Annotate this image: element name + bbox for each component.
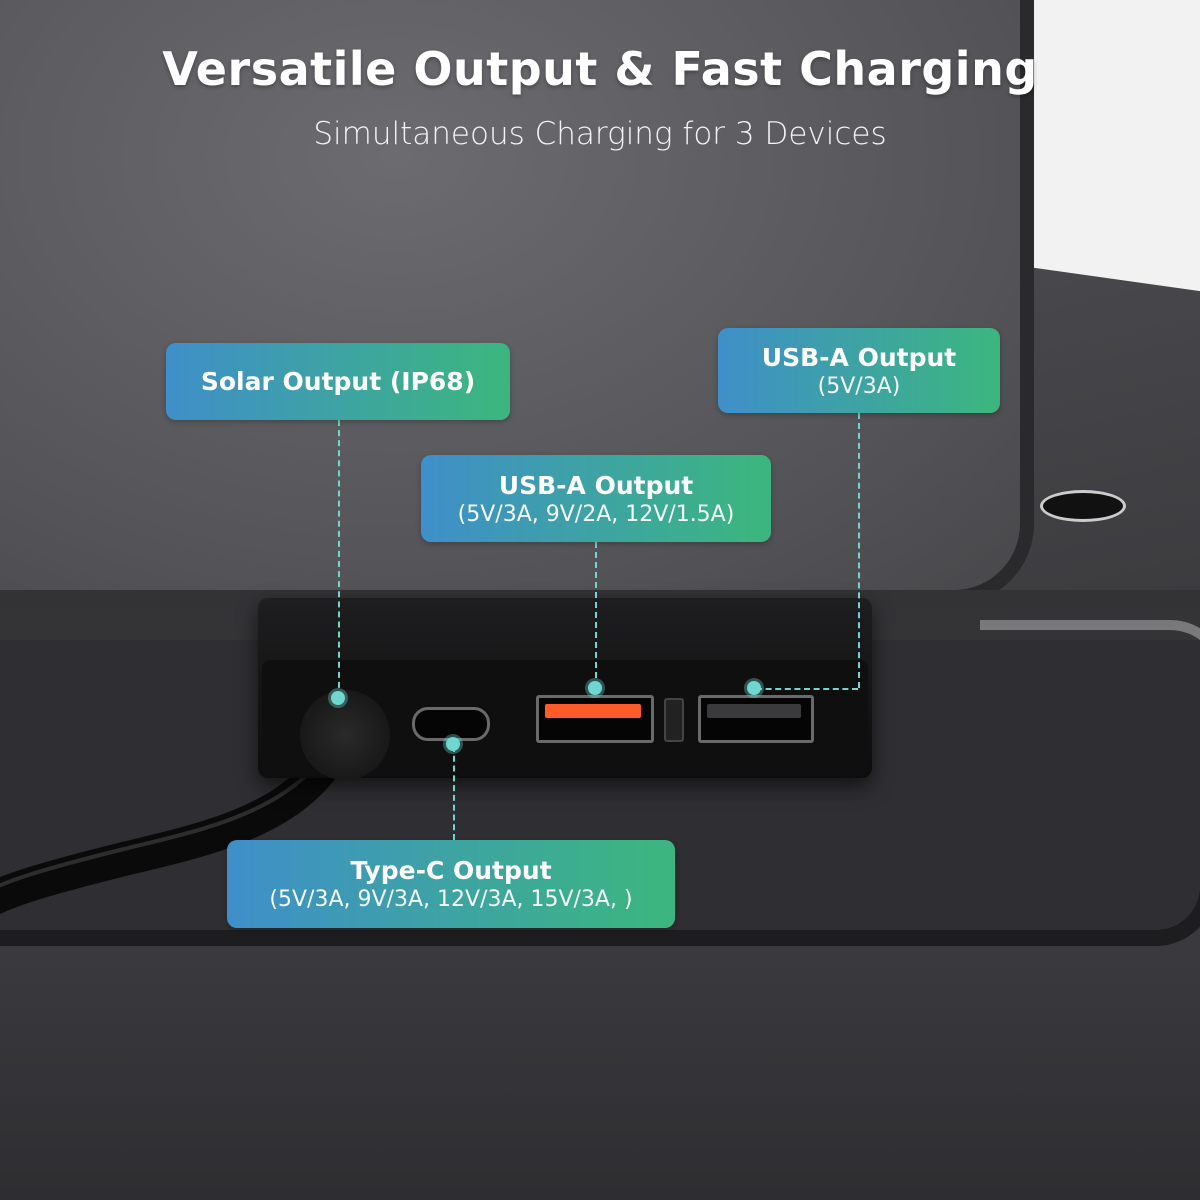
dc-connector [300,690,390,780]
callout-usb-a-right: USB-A Output (5V/3A) [718,328,1000,413]
callout-heading: Solar Output (IP68) [200,367,476,396]
usb-a-port [698,695,814,743]
callout-spec: (5V/3A, 9V/3A, 12V/3A, 15V/3A, ) [269,887,633,912]
callout-heading: USB-A Output [498,470,694,500]
page-subtitle: Simultaneous Charging for 3 Devices [313,116,887,152]
type-c-port [412,707,490,741]
callout-usb-a-mid: USB-A Output (5V/3A, 9V/2A, 12V/1.5A) [421,455,771,542]
callout-type-c: Type-C Output (5V/3A, 9V/3A, 12V/3A, 15V… [227,840,675,928]
port-divider [664,698,684,742]
marker-dot [747,681,761,695]
port-tongue [707,704,801,718]
callout-spec: (5V/3A) [817,373,901,399]
leader-line-solar [338,420,340,698]
marker-dot [331,691,345,705]
leader-line-usba-right [858,413,860,688]
callout-solar-output: Solar Output (IP68) [166,343,510,420]
callout-spec: (5V/3A, 9V/2A, 12V/1.5A) [457,501,735,527]
leader-line-typec [453,746,455,840]
marker-dot [588,681,602,695]
callout-heading: USB-A Output [761,342,957,372]
port-tongue [545,704,641,718]
usb-a-fast-port [536,695,654,743]
page-title: Versatile Output & Fast Charging [162,42,1038,96]
leader-line-usba-mid [595,542,597,688]
marker-dot [446,737,460,751]
grommet-hole [1040,490,1126,522]
panel-edge [980,620,1200,930]
leader-line-usba-right-h [756,688,858,690]
callout-heading: Type-C Output [350,856,552,885]
